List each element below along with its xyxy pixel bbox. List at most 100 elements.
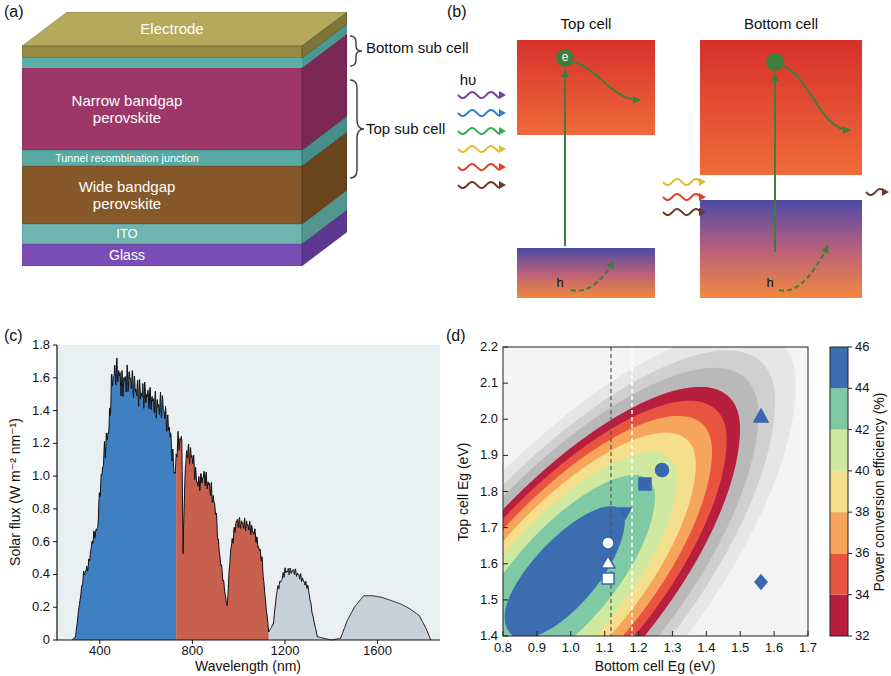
axis-tick: 1.8 bbox=[32, 338, 50, 352]
panel-label: (b) bbox=[447, 3, 467, 21]
axis-tick: 0.8 bbox=[494, 641, 512, 655]
photon bbox=[663, 209, 700, 215]
excitation-arrow bbox=[774, 74, 776, 252]
colorbar-frame bbox=[830, 347, 848, 636]
layer-front bbox=[22, 58, 302, 150]
layer-front bbox=[22, 58, 302, 68]
contour-band bbox=[503, 416, 712, 636]
tick bbox=[848, 429, 852, 430]
tick bbox=[53, 508, 57, 509]
spectrum-line bbox=[72, 358, 431, 640]
tick bbox=[503, 347, 508, 348]
filled-circle bbox=[656, 464, 669, 477]
electron-path bbox=[574, 62, 640, 100]
carrier-label: e bbox=[562, 51, 569, 64]
contour-band bbox=[503, 475, 655, 636]
axis-tick: 1.2 bbox=[630, 641, 648, 655]
colorbar-segment bbox=[830, 471, 848, 512]
layer-top bbox=[22, 190, 347, 224]
markers bbox=[601, 409, 768, 589]
photon-label: hυ bbox=[460, 72, 477, 89]
cell-title: Top cell bbox=[561, 16, 612, 33]
layer-top bbox=[22, 132, 347, 166]
tick bbox=[503, 491, 508, 492]
axis-tick: 0.9 bbox=[528, 641, 546, 655]
layer-label: Electrode bbox=[140, 20, 203, 37]
axis-tick: 0.2 bbox=[32, 600, 50, 614]
tick bbox=[53, 574, 57, 575]
photon-head bbox=[699, 208, 706, 216]
tick bbox=[672, 631, 673, 636]
axis-tick: 1.6 bbox=[480, 557, 498, 571]
axis-title: Wavelength (nm) bbox=[195, 659, 301, 674]
layer-top bbox=[22, 24, 347, 58]
bracket bbox=[350, 80, 364, 178]
axis-tick: 1.6 bbox=[32, 371, 50, 385]
axis-tick: 1.3 bbox=[663, 641, 681, 655]
tick bbox=[638, 631, 639, 636]
photon bbox=[458, 92, 500, 98]
axis-tick: 400 bbox=[89, 644, 111, 658]
contour-band bbox=[503, 347, 796, 636]
axis-tick: 2.0 bbox=[480, 412, 498, 426]
tick bbox=[53, 476, 57, 477]
contour-band bbox=[503, 350, 775, 636]
photon bbox=[663, 194, 700, 200]
axis-tick: 1.9 bbox=[480, 448, 498, 462]
bracket-label: Top sub cell bbox=[366, 121, 445, 138]
tick bbox=[740, 631, 741, 636]
valence-band bbox=[517, 248, 655, 298]
colorbar-tick: 40 bbox=[855, 464, 869, 478]
spectrum-chart bbox=[53, 345, 440, 644]
contour-band bbox=[503, 452, 677, 636]
photon-head bbox=[499, 145, 506, 153]
plot-frame bbox=[503, 347, 808, 636]
valence-band bbox=[700, 200, 862, 298]
dashed-line bbox=[631, 347, 633, 636]
photon bbox=[458, 110, 500, 116]
axis-tick: 2.1 bbox=[480, 376, 498, 390]
contour-map bbox=[503, 347, 796, 636]
colorbar-tick: 46 bbox=[855, 340, 869, 354]
bracket bbox=[350, 36, 362, 66]
photon bbox=[458, 182, 500, 188]
layer-label: Tunnel recombination junction bbox=[55, 152, 199, 164]
carrier-label: h bbox=[766, 276, 773, 290]
panel-label: (a) bbox=[4, 3, 24, 21]
open-triangle bbox=[601, 556, 615, 568]
layer-front bbox=[22, 224, 302, 244]
panel-label: (d) bbox=[446, 327, 466, 345]
colorbar-segment bbox=[830, 512, 848, 553]
axis-tick: 1.0 bbox=[562, 641, 580, 655]
conduction-band bbox=[517, 40, 655, 135]
axis-tick: 1.6 bbox=[765, 641, 783, 655]
photon bbox=[663, 179, 700, 185]
photon-head bbox=[499, 127, 506, 135]
tick bbox=[848, 636, 852, 637]
filled-diamond bbox=[755, 575, 767, 589]
colorbar-segment bbox=[830, 347, 848, 388]
tick bbox=[848, 594, 852, 595]
dashed-line bbox=[610, 347, 611, 636]
colorbar-segment bbox=[830, 388, 848, 429]
layer-label: Narrow bandgap perovskite bbox=[52, 92, 202, 127]
electron-path bbox=[784, 66, 850, 130]
photon-head bbox=[499, 109, 506, 117]
tick bbox=[848, 553, 852, 554]
axis-title: Top cell Eg (eV) bbox=[456, 443, 471, 542]
tick bbox=[53, 607, 57, 608]
axis-tick: 1.0 bbox=[32, 469, 50, 483]
axis-tick: 1.7 bbox=[480, 520, 498, 534]
excitation-arrow bbox=[564, 70, 566, 246]
tick bbox=[503, 563, 508, 564]
colorbar-tick: 44 bbox=[855, 381, 869, 395]
tick bbox=[604, 631, 605, 636]
tick bbox=[53, 443, 57, 444]
tick bbox=[503, 527, 508, 528]
colorbar-segment bbox=[830, 553, 848, 594]
layer-side bbox=[302, 24, 347, 68]
tick bbox=[848, 470, 852, 471]
photon bbox=[866, 189, 883, 195]
axis-tick: 1.4 bbox=[32, 403, 50, 417]
